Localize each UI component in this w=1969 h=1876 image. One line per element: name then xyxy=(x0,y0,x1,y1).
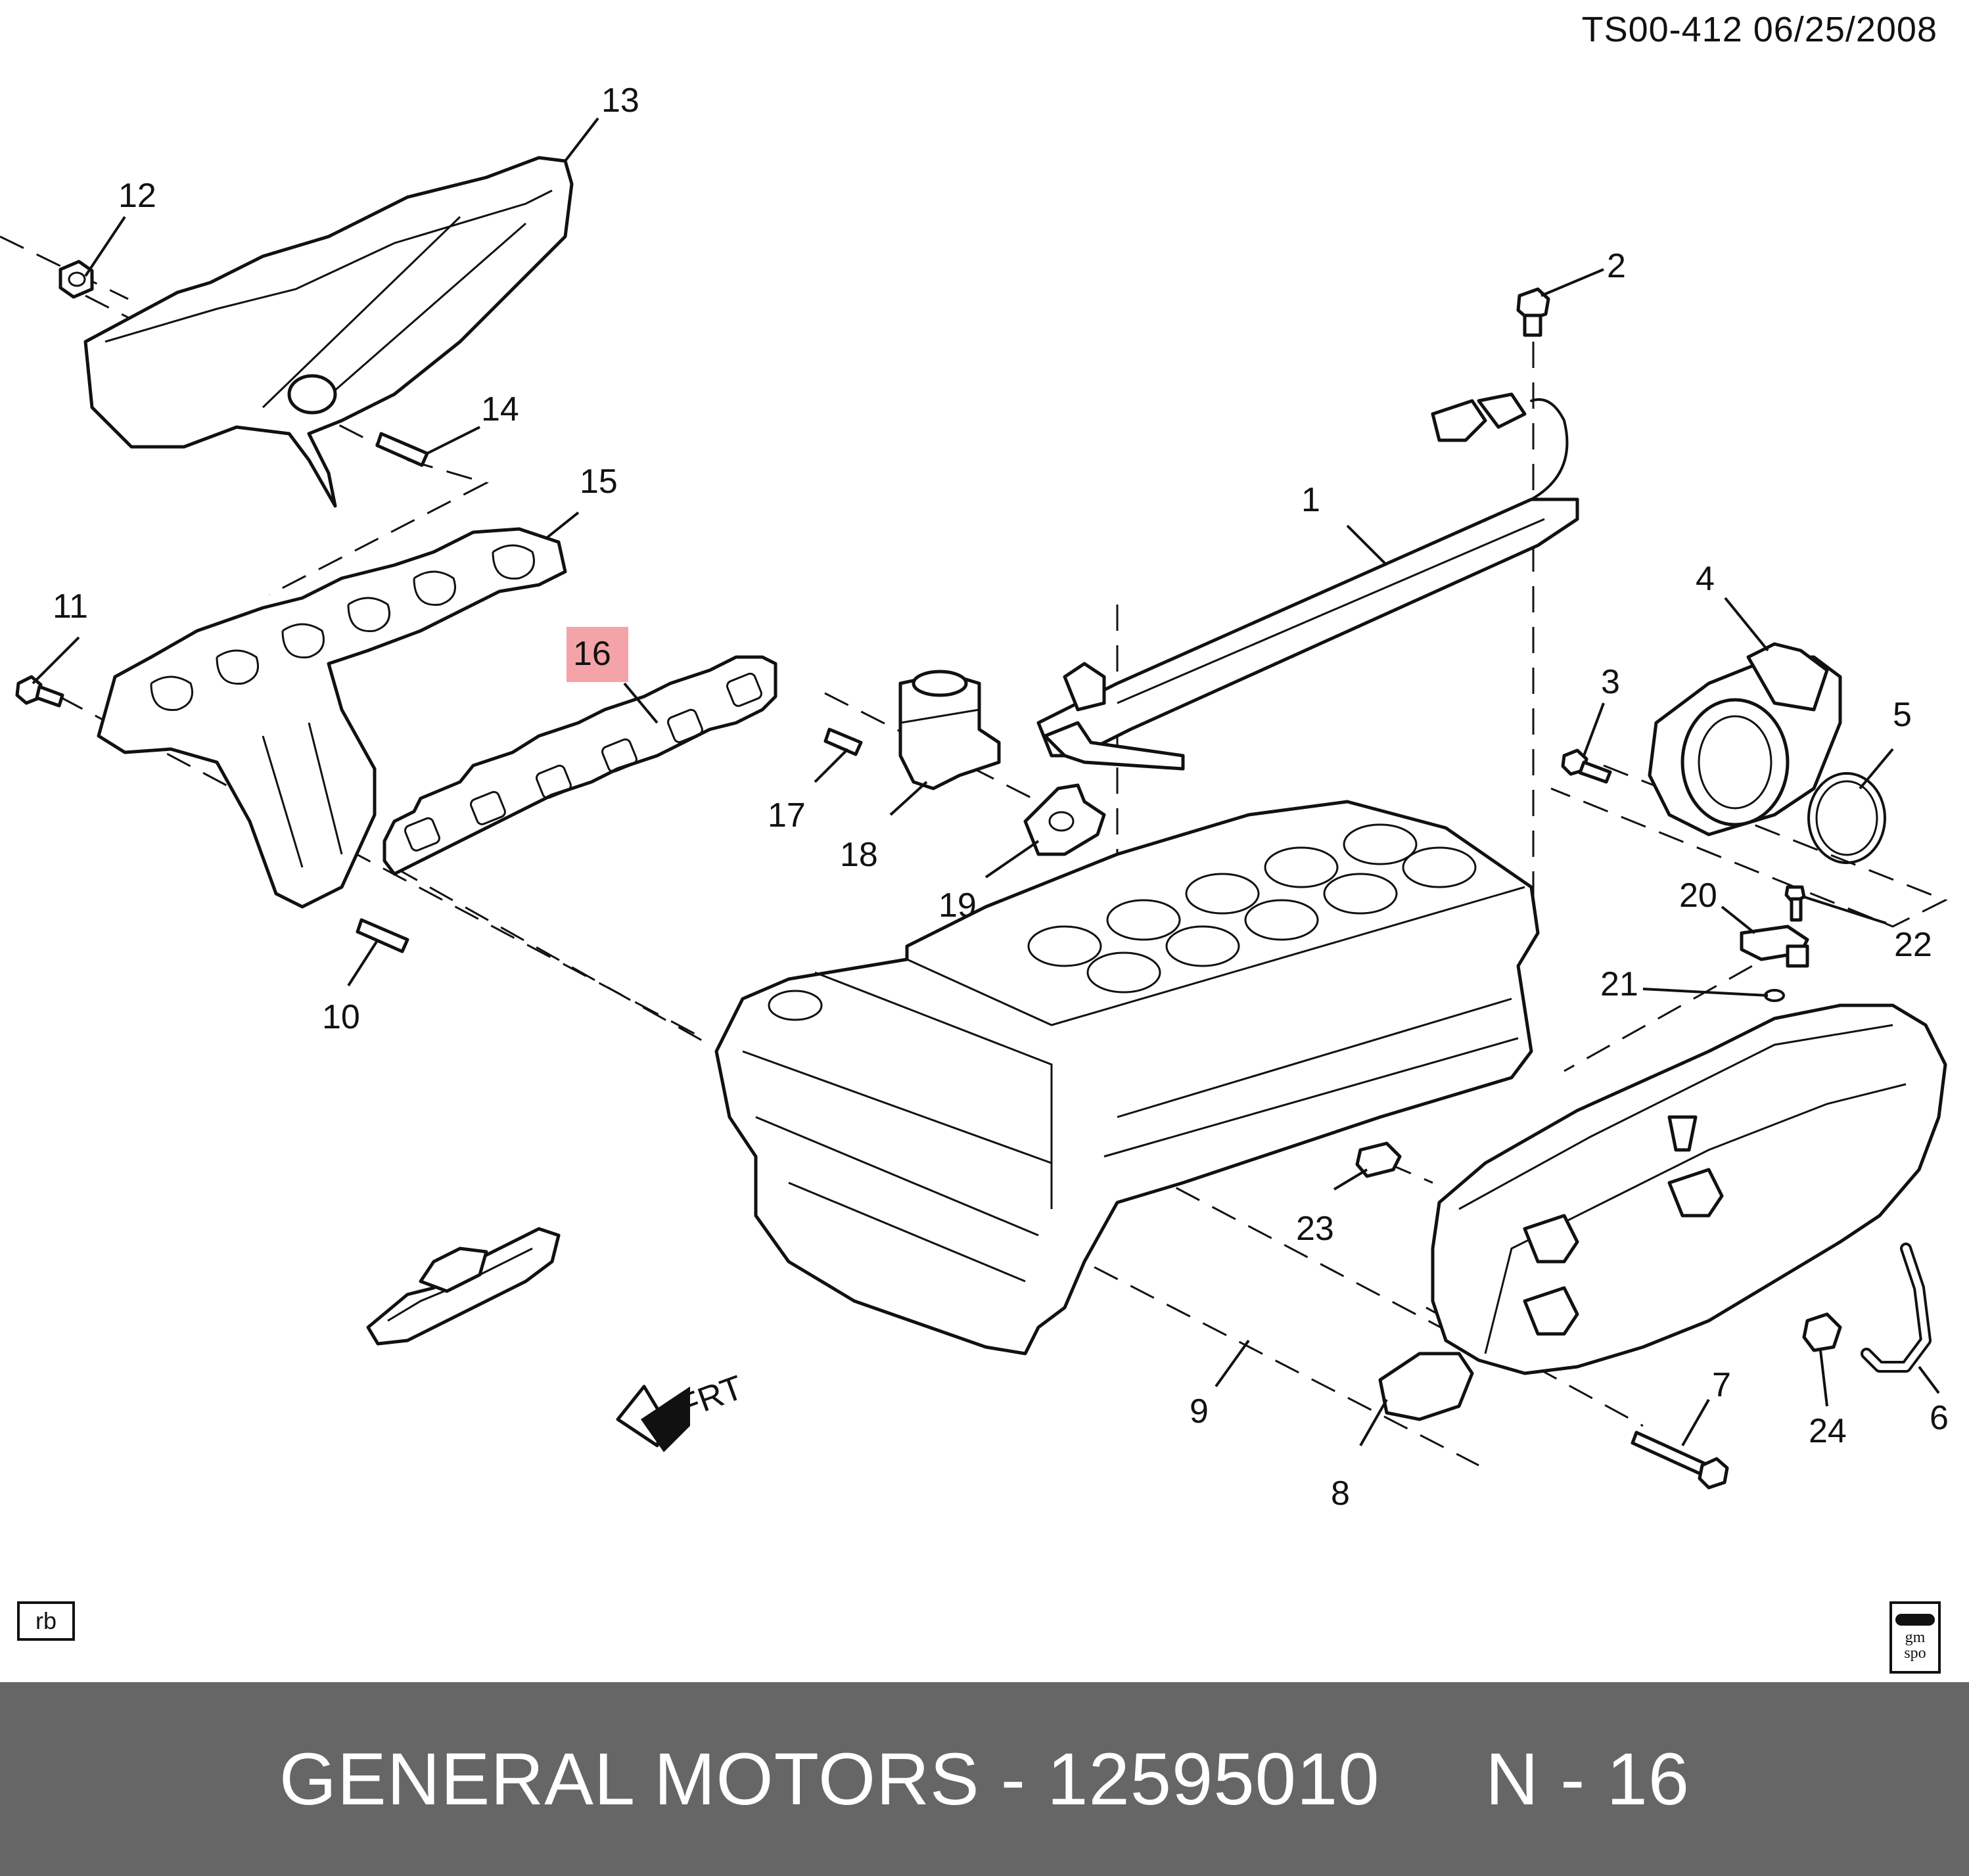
egr-gasket-part-19 xyxy=(1023,783,1106,856)
bolt-part-7 xyxy=(1631,1430,1729,1490)
nut-part-12 xyxy=(58,260,94,299)
callout-15: 15 xyxy=(580,463,618,501)
exploded-parts-diagram: FRT xyxy=(0,81,1949,1513)
fuel-rail-part-1 xyxy=(1036,392,1579,771)
part-number-footer: GENERAL MOTORS - 12595010 N - 16 xyxy=(0,1682,1969,1876)
callout-14: 14 xyxy=(481,390,519,428)
callout-5: 5 xyxy=(1893,696,1912,734)
footer-part-info: GENERAL MOTORS - 12595010 N - 16 xyxy=(279,1738,1690,1820)
callout-2: 2 xyxy=(1607,247,1626,285)
callout-4: 4 xyxy=(1696,560,1715,598)
callout-20: 20 xyxy=(1679,877,1717,915)
bolt-part-3 xyxy=(1561,748,1612,784)
callout-23: 23 xyxy=(1296,1210,1334,1248)
callout-22: 22 xyxy=(1894,926,1932,964)
front-arrow-text: FRT xyxy=(673,1369,748,1427)
gm-logo-bar xyxy=(1895,1614,1935,1626)
hose-part-6 xyxy=(1861,1243,1932,1373)
callout-labels: 1 2 3 4 5 6 7 8 9 10 11 12 13 14 15 16 1… xyxy=(53,81,1949,1513)
heat-shield-part-13 xyxy=(83,156,574,508)
intake-gasket-part-9 xyxy=(366,1227,561,1346)
callout-7: 7 xyxy=(1712,1366,1731,1404)
gm-spo-logo: gm spo xyxy=(1889,1601,1941,1674)
callout-highlight-16 xyxy=(567,627,628,682)
throttle-gasket-part-5 xyxy=(1807,772,1886,864)
sensor-part-20 xyxy=(1740,925,1809,968)
callout-8: 8 xyxy=(1331,1475,1350,1513)
callout-11: 11 xyxy=(53,587,88,626)
callout-16: 16 xyxy=(573,635,611,673)
stud-part-17 xyxy=(823,727,863,756)
callout-18: 18 xyxy=(840,836,878,874)
diagram-reference: TS00-412 06/25/2008 xyxy=(1581,10,1937,49)
manifold-gasket-part-16 xyxy=(382,655,777,876)
egr-valve-part-18 xyxy=(898,670,1001,790)
assembly-lines xyxy=(0,235,1948,1467)
callout-9: 9 xyxy=(1190,1392,1209,1430)
bolt-part-11 xyxy=(15,675,64,708)
callout-1: 1 xyxy=(1301,481,1320,519)
gm-logo-line2: spo xyxy=(1904,1645,1926,1662)
callout-17: 17 xyxy=(768,796,806,835)
cylinder-head-assembly xyxy=(714,800,1540,1356)
callout-10: 10 xyxy=(322,998,360,1036)
callout-3: 3 xyxy=(1601,663,1620,701)
diagram-corner-code: rb xyxy=(17,1601,75,1641)
callout-12: 12 xyxy=(118,177,156,215)
sensor-part-23 xyxy=(1355,1141,1402,1178)
throttle-body-part-4 xyxy=(1648,642,1842,836)
gm-logo-line1: gm xyxy=(1905,1629,1926,1646)
leader-lines xyxy=(32,117,1940,1446)
callout-13: 13 xyxy=(601,81,639,120)
seal-part-21 xyxy=(1764,989,1785,1002)
intake-manifold-part-8 xyxy=(1378,1003,1947,1421)
callout-19: 19 xyxy=(938,886,977,925)
exhaust-manifold-part-15 xyxy=(97,527,567,909)
stud-part-10 xyxy=(356,918,409,953)
stud-part-14 xyxy=(375,432,429,467)
clamp-part-24 xyxy=(1802,1312,1842,1352)
callout-6: 6 xyxy=(1930,1399,1949,1437)
callout-21: 21 xyxy=(1600,965,1638,1003)
bolt-part-2 xyxy=(1516,287,1550,337)
callout-24: 24 xyxy=(1809,1412,1847,1450)
bolt-part-22 xyxy=(1784,885,1806,922)
front-direction-arrow: FRT xyxy=(616,1369,748,1452)
